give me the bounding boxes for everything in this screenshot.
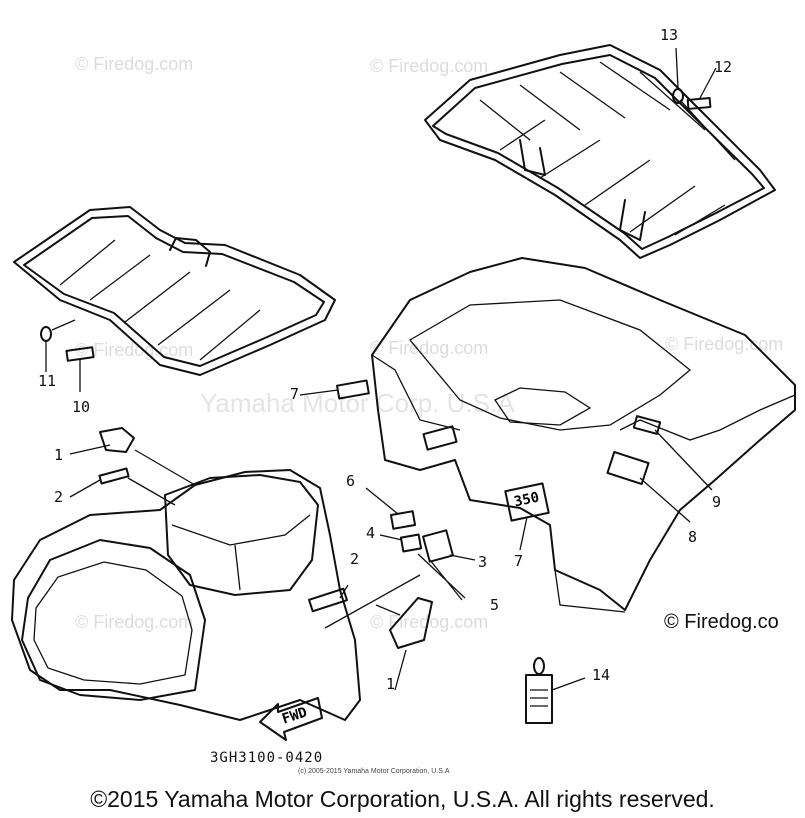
part-3-decal: [422, 529, 454, 563]
part-7-size-badge: [504, 482, 550, 522]
fwd-arrow: [259, 697, 323, 741]
watermark: © Firedog.com: [370, 612, 489, 632]
brand-mark: © Firedog.co: [664, 611, 779, 633]
part-12-tag: [686, 97, 712, 110]
callout-4: 4: [366, 524, 376, 542]
callout-13: 13: [660, 26, 679, 44]
part-6-decal: [389, 510, 417, 530]
callout-9: 9: [712, 493, 722, 511]
callout-14: 14: [592, 666, 611, 684]
part-2-strip: [98, 467, 130, 485]
part-8-decal: [606, 450, 650, 486]
part-14-tag: [525, 674, 553, 724]
watermark: © Firedog.com: [665, 334, 784, 354]
callout-6: 6: [346, 472, 356, 490]
rear-carrier: [424, 44, 776, 259]
callout-7: 7: [290, 385, 300, 403]
callout-11: 11: [38, 372, 57, 390]
watermark: © Firedog.com: [370, 56, 489, 76]
part-code: 3GH3100-0420: [210, 750, 324, 766]
small-copyright: (c) 2005-2015 Yamaha Motor Corporation, …: [298, 768, 450, 775]
part-7-decal: [336, 379, 370, 400]
callout-8: 8: [688, 528, 698, 546]
part-7-decal-fender: [422, 425, 458, 451]
front-carrier: [13, 206, 336, 376]
callout-7b: 7: [514, 552, 524, 570]
part-9-decal: [632, 415, 662, 435]
callout-1b: 1: [386, 675, 396, 693]
watermark: © Firedog.com: [370, 338, 489, 358]
callout-10: 10: [72, 398, 91, 416]
watermark: © Firedog.com: [75, 612, 194, 632]
part-13-cap: [672, 88, 684, 104]
callout-2b: 2: [350, 550, 360, 568]
rear-fender: [371, 257, 796, 613]
part-2-strip-fender: [308, 587, 348, 613]
callout-1: 1: [54, 446, 64, 464]
watermark-center: Yamaha Motor Corp. U.S.A: [200, 388, 515, 418]
footer-copyright: ©2015 Yamaha Motor Corporation, U.S.A. A…: [90, 786, 715, 812]
watermark: © Firedog.com: [75, 340, 194, 360]
part-10-tag: [65, 346, 95, 362]
front-fender: [11, 469, 361, 721]
part-11-cap: [40, 326, 52, 342]
part-1-emblem-fender: [389, 597, 433, 649]
callout-5: 5: [490, 596, 500, 614]
part-4-decal: [399, 533, 423, 553]
callout-12: 12: [714, 58, 733, 76]
part-1-emblem: [99, 427, 135, 453]
callout-2: 2: [54, 488, 64, 506]
watermark: © Firedog.com: [75, 54, 194, 74]
callout-3: 3: [478, 553, 488, 571]
